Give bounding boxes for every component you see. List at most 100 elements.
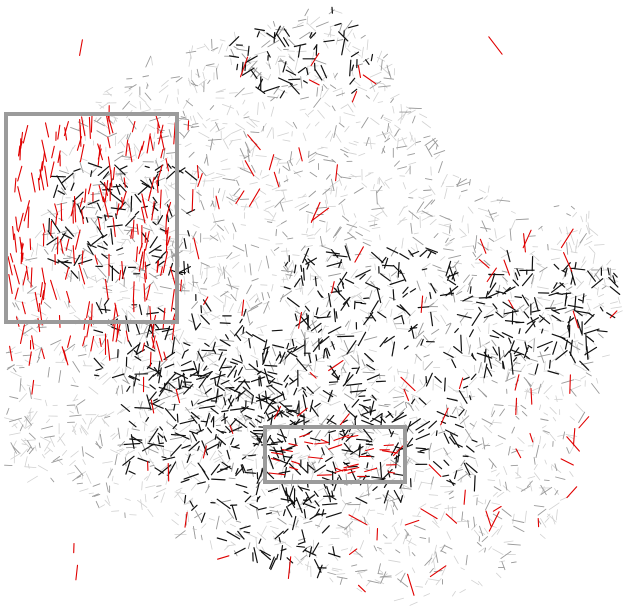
- fiber-segment: [199, 371, 213, 378]
- fiber-segment: [297, 44, 301, 58]
- fiber-segment: [328, 383, 337, 386]
- fiber-segment: [460, 334, 463, 352]
- fiber-segment: [197, 445, 200, 451]
- fiber-segment: [203, 43, 210, 51]
- fiber-segment: [27, 475, 38, 483]
- fiber-segment: [531, 274, 535, 285]
- fiber-segment: [46, 418, 50, 424]
- fiber-segment: [138, 451, 144, 461]
- fiber-segment: [483, 314, 494, 319]
- fiber-segment: [87, 199, 100, 206]
- fiber-segment: [101, 234, 108, 239]
- fiber-segment: [281, 278, 288, 281]
- fiber-segment: [423, 269, 427, 277]
- fiber-segment: [300, 264, 303, 272]
- fiber-segment: [501, 270, 508, 273]
- fiber-segment: [31, 246, 35, 252]
- fiber-segment: [554, 490, 559, 496]
- fiber-segment: [224, 544, 230, 551]
- fiber-segment: [257, 102, 259, 115]
- fiber-segment: [273, 246, 280, 251]
- fiber-segment: [538, 314, 551, 325]
- fiber-segment: [258, 393, 263, 410]
- fiber-segment: [42, 454, 46, 459]
- fiber-segment: [214, 377, 217, 386]
- fiber-segment: [418, 397, 427, 405]
- fiber-segment: [428, 310, 438, 313]
- fiber-segment: [309, 512, 320, 520]
- fiber-segment: [229, 92, 238, 94]
- fiber-segment: [314, 383, 319, 388]
- orientation-segment: [289, 466, 299, 471]
- fiber-segment: [567, 317, 575, 323]
- fiber-segment: [303, 509, 307, 519]
- fiber-segment: [60, 232, 66, 241]
- fiber-segment: [308, 32, 316, 37]
- fiber-segment: [410, 246, 416, 251]
- fiber-segment: [221, 520, 226, 525]
- fiber-segment: [179, 419, 195, 425]
- fiber-segment: [454, 328, 459, 334]
- fiber-segment: [485, 215, 495, 220]
- orientation-segment: [165, 214, 168, 235]
- fiber-segment: [308, 546, 313, 558]
- fiber-segment: [226, 252, 233, 259]
- fiber-segment: [140, 151, 145, 157]
- orientation-segment: [14, 287, 19, 300]
- fiber-segment: [240, 224, 247, 226]
- orientation-segment: [49, 161, 55, 178]
- fiber-segment: [520, 364, 526, 372]
- fiber-segment: [34, 230, 42, 239]
- fiber-segment: [410, 135, 413, 142]
- fiber-segment: [264, 218, 276, 222]
- fiber-segment: [390, 432, 399, 435]
- fiber-segment: [87, 417, 93, 430]
- fiber-segment: [311, 542, 320, 555]
- orientation-segment: [270, 457, 281, 462]
- fiber-segment: [366, 483, 373, 492]
- fiber-segment: [231, 504, 237, 521]
- fiber-segment: [270, 440, 284, 444]
- fiber-segment: [401, 109, 408, 120]
- fiber-segment: [119, 172, 123, 182]
- fiber-segment: [250, 376, 266, 383]
- fiber-segment: [358, 226, 371, 232]
- fiber-segment: [145, 252, 151, 265]
- fiber-segment: [239, 354, 243, 362]
- fiber-segment: [285, 121, 294, 128]
- fiber-segment: [320, 64, 328, 79]
- fiber-segment: [503, 309, 505, 317]
- fiber-segment: [347, 319, 351, 331]
- fiber-segment: [445, 323, 452, 335]
- fiber-segment: [451, 270, 456, 280]
- fiber-segment: [314, 228, 321, 236]
- fiber-segment: [311, 320, 318, 333]
- fiber-segment: [275, 33, 286, 48]
- fiber-segment: [265, 400, 279, 413]
- fiber-segment: [409, 601, 418, 606]
- fiber-segment: [421, 262, 431, 270]
- fiber-segment: [376, 202, 385, 213]
- fiber-segment: [322, 187, 331, 195]
- fiber-segment: [223, 412, 226, 419]
- fiber-segment: [224, 295, 227, 308]
- fiber-segment: [210, 47, 219, 51]
- fiber-segment: [135, 274, 147, 280]
- fiber-segment: [57, 432, 65, 443]
- fiber-segment: [97, 242, 103, 245]
- fiber-segment: [315, 307, 319, 316]
- fiber-segment: [425, 247, 438, 253]
- fiber-segment: [246, 284, 252, 295]
- fiber-segment: [183, 383, 194, 395]
- fiber-segment: [381, 131, 387, 139]
- fiber-segment: [288, 485, 294, 500]
- fiber-segment: [222, 304, 225, 312]
- orientation-segment: [138, 251, 144, 272]
- fiber-segment: [195, 73, 201, 77]
- fiber-segment: [419, 448, 429, 452]
- fiber-segment: [271, 187, 278, 191]
- fiber-segment: [444, 187, 448, 200]
- fiber-segment: [274, 156, 281, 161]
- fiber-segment: [248, 294, 256, 302]
- fiber-segment: [383, 117, 393, 122]
